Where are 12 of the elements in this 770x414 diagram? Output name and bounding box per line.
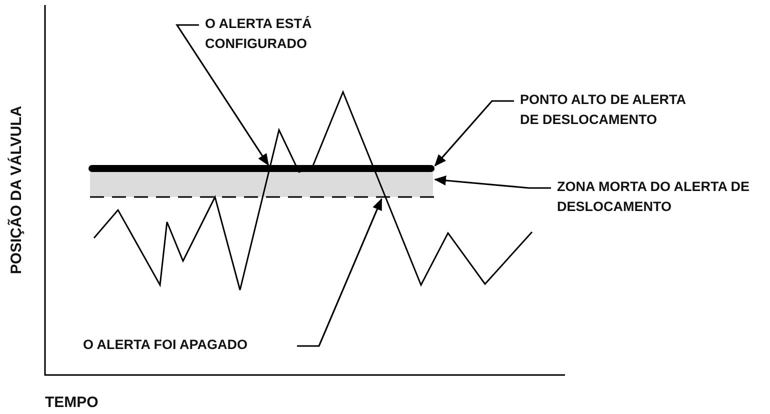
leader-arrow: [434, 100, 514, 166]
axis-title: POSIÇÃO DA VÁLVULA: [7, 106, 26, 274]
callout-text: O ALERTA ESTÁ CONFIGURADO: [205, 14, 345, 54]
axis-title: TEMPO: [45, 393, 98, 413]
deadband-zone: [90, 172, 433, 197]
high-point-line: [88, 165, 434, 172]
leader-arrow: [176, 24, 270, 166]
leader-arrow: [434, 176, 551, 189]
leader-arrow: [297, 198, 382, 347]
callout-text: ZONA MORTA DO ALERTA DE DESLOCAMENTO: [557, 177, 762, 217]
callout-text: O ALERTA FOI APAGADO: [83, 335, 293, 355]
callout-text: PONTO ALTO DE ALERTA DE DESLOCAMENTO: [520, 90, 695, 130]
